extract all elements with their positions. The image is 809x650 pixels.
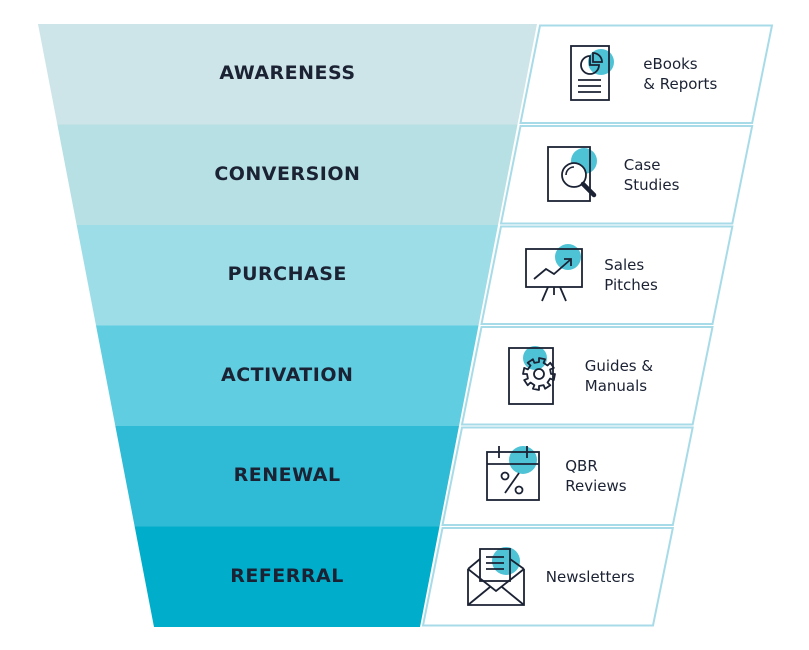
- resource-label-line: & Reports: [643, 75, 718, 94]
- presentation-board-icon: [524, 244, 586, 312]
- stage-label-activation: ACTIVATION: [220, 363, 354, 386]
- resource-label-line: eBooks: [643, 55, 698, 74]
- stage-label-referral: REFERRAL: [230, 564, 344, 587]
- envelope-letter-icon: [466, 546, 528, 614]
- funnel-stage-band: [76, 225, 499, 326]
- resource-label-line: Pitches: [604, 276, 658, 295]
- resource-label-line: Reviews: [565, 477, 627, 496]
- resource-label-line: Manuals: [584, 376, 648, 395]
- resource-label-line: Case: [623, 155, 661, 174]
- funnel-stage-band: [38, 24, 537, 125]
- resource-label: eBooks& Reports: [643, 54, 717, 94]
- resource-label-line: Newsletters: [545, 567, 635, 586]
- resource-panel: [499, 125, 754, 225]
- resource-panel: [480, 225, 734, 325]
- funnel-stage-band: [57, 124, 518, 225]
- resource-label-line: Sales: [604, 256, 645, 275]
- stage-label-purchase: PURCHASE: [227, 263, 347, 286]
- funnel-stage-band: [134, 526, 440, 627]
- resource-panel: [421, 527, 675, 627]
- ebook-chart-icon: [563, 44, 625, 111]
- resource-panel: [519, 24, 774, 124]
- resource-label: Guides &Manuals: [585, 356, 653, 396]
- magnifier-document-icon: [544, 145, 606, 212]
- calendar-percent-icon: [485, 446, 547, 513]
- stage-label-conversion: CONVERSION: [214, 162, 361, 185]
- funnel-stage-band: [96, 325, 479, 426]
- resource-label: Newsletters: [546, 567, 635, 587]
- stage-label-awareness: AWARENESS: [219, 62, 356, 85]
- resource-label-line: QBR: [565, 457, 598, 476]
- gear-document-icon: [505, 345, 567, 413]
- stage-label-renewal: RENEWAL: [233, 464, 341, 487]
- resource-label-line: Studies: [623, 175, 680, 194]
- funnel-stage-band: [115, 426, 459, 527]
- resource-label-line: Guides &: [584, 356, 654, 375]
